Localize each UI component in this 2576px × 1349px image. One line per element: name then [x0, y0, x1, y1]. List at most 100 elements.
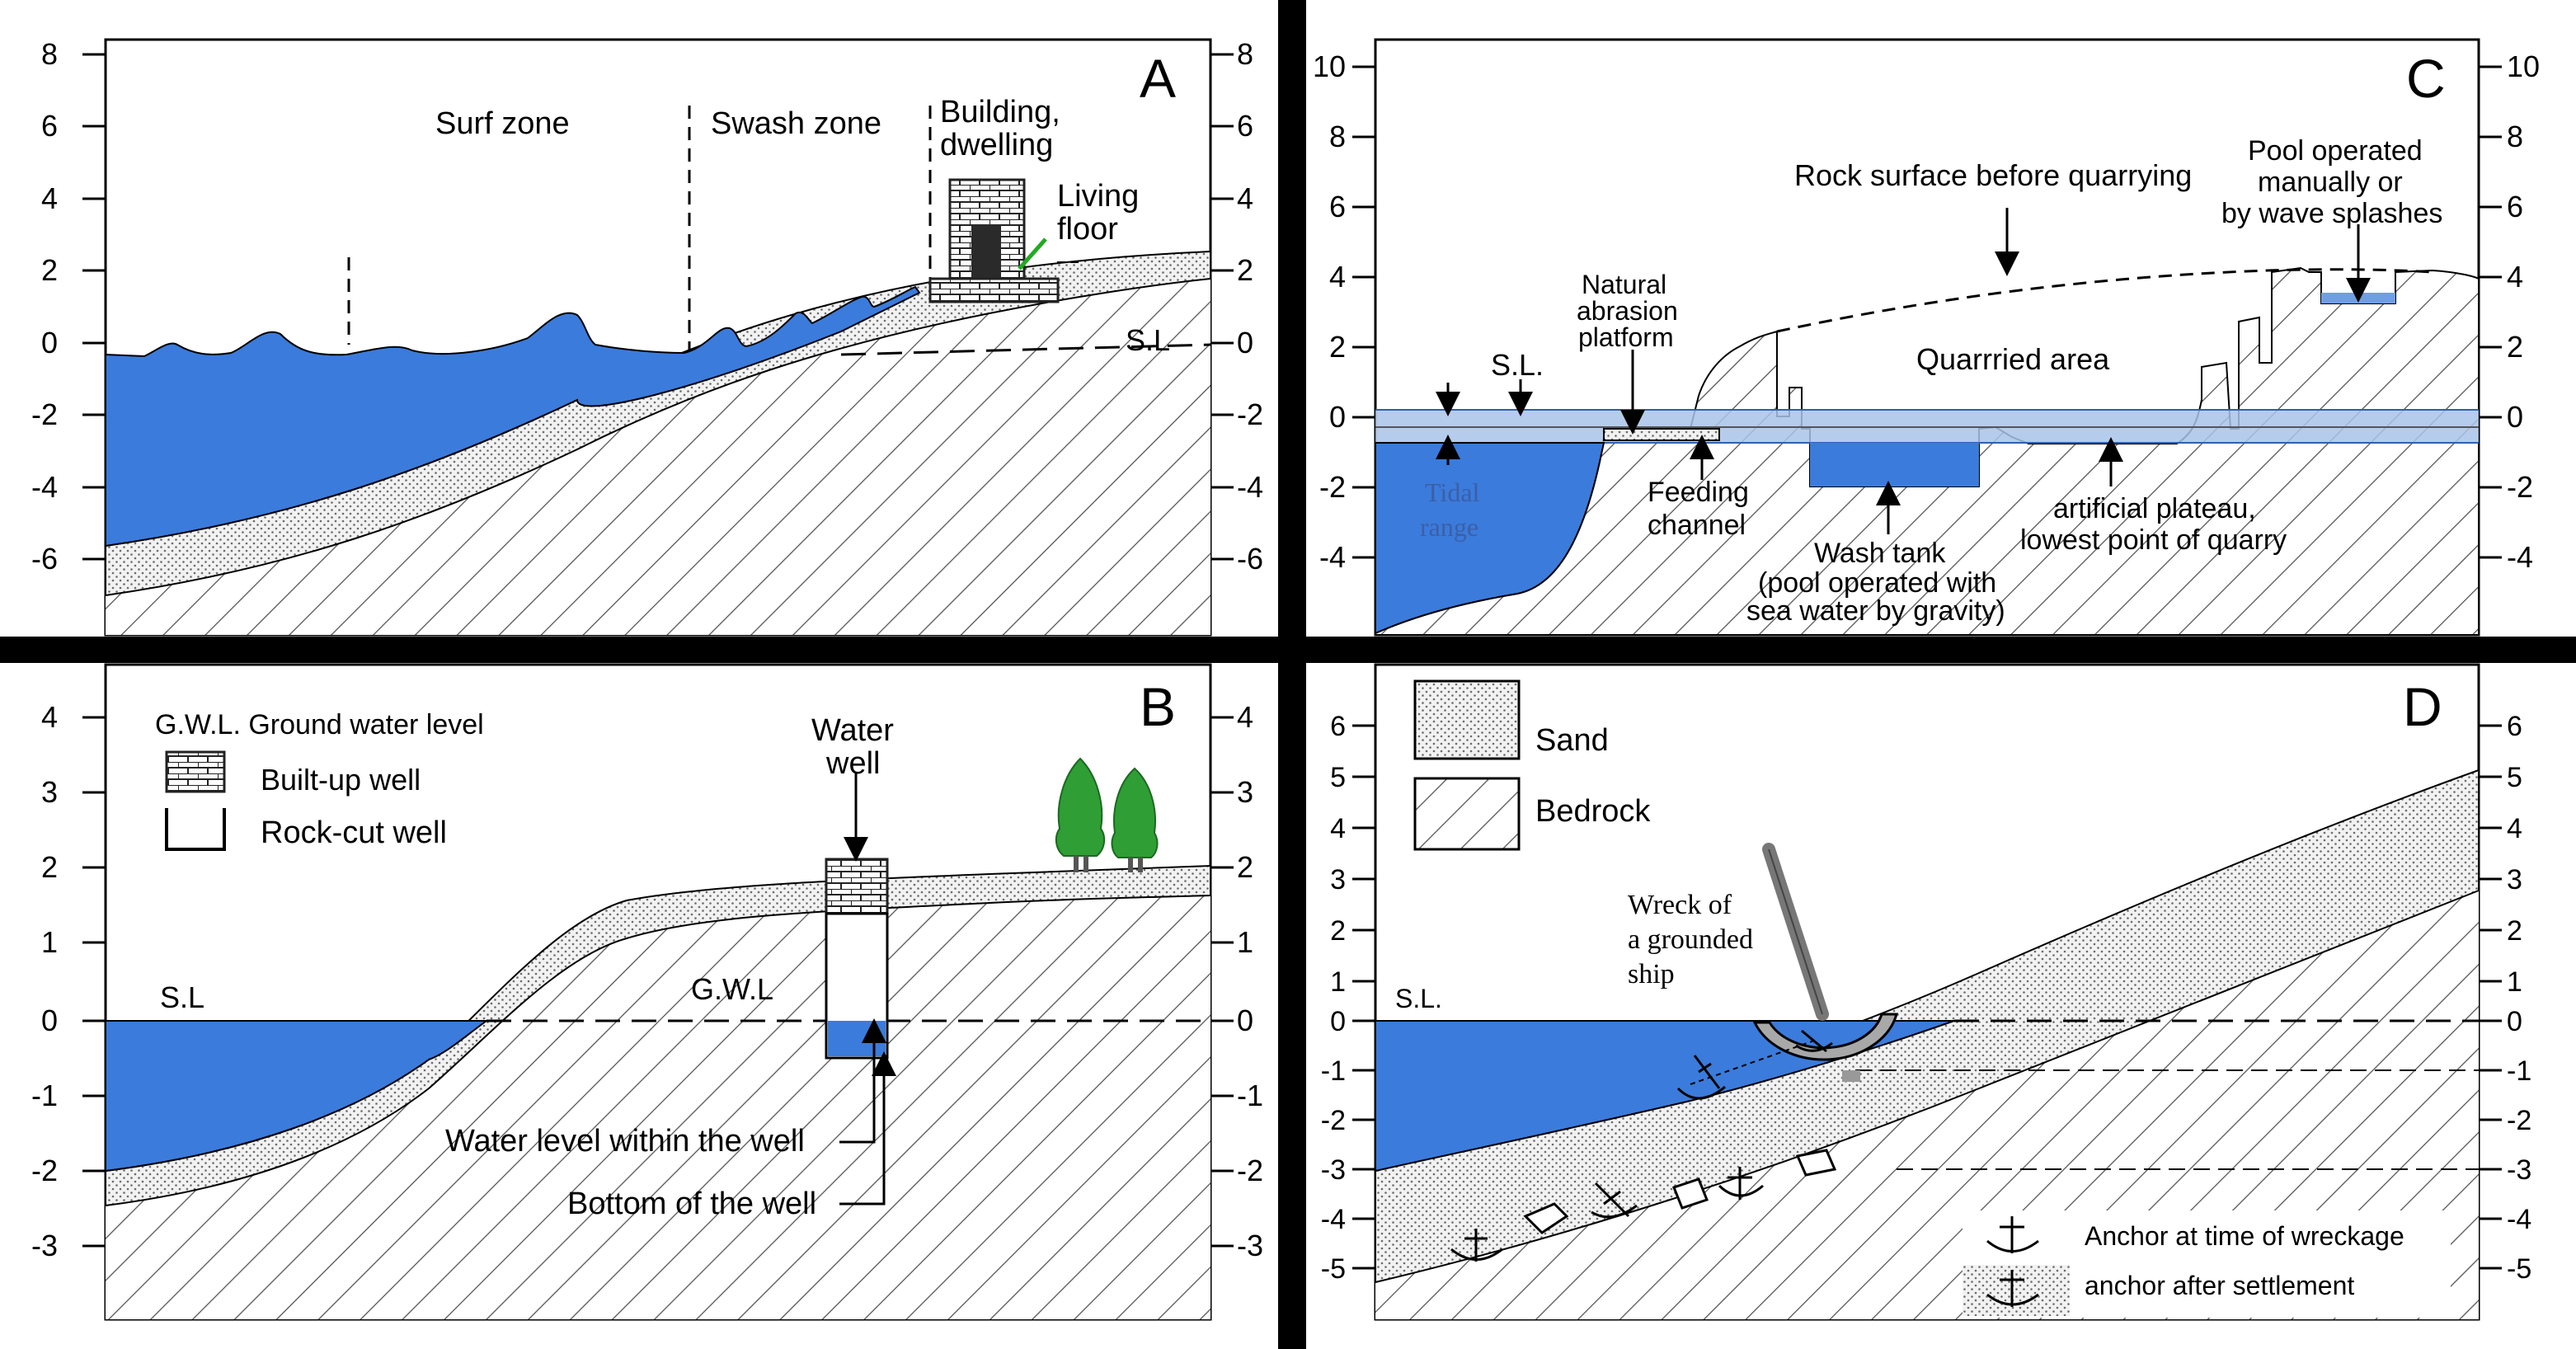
legend-built-up-label: Built-up well — [261, 763, 421, 797]
tick-label: 6 — [41, 109, 58, 143]
tick-label: 0 — [1237, 326, 1253, 360]
tick-label: 3 — [41, 775, 58, 809]
tick-label: 4 — [1237, 700, 1253, 734]
quarried-area-label: Quarrried area — [1916, 342, 2110, 376]
tidal-range-label-1: Tidal — [1425, 477, 1480, 507]
water-well-label-2: well — [825, 746, 880, 781]
tick-label: 2 — [1329, 330, 1346, 364]
water-level-label: Water level within the well — [445, 1124, 805, 1159]
panel-b-sea — [105, 1020, 490, 1173]
panel-c-left-axis: 10 8 6 4 2 0 -2 -4 — [1313, 49, 1375, 574]
rock-surface-label: Rock surface before quarrying — [1794, 158, 2192, 192]
tick-label: -2 — [2507, 1105, 2531, 1136]
swash-zone-label: Swash zone — [711, 106, 881, 141]
tick-label: -1 — [31, 1079, 58, 1112]
feeding-channel-label-2: channel — [1648, 510, 1746, 541]
tick-label: -1 — [1237, 1079, 1263, 1112]
tick-label: 0 — [41, 1004, 58, 1037]
building-icon — [928, 178, 1060, 303]
settled-anchor-icon — [1591, 1182, 1638, 1219]
tick-label: 2 — [41, 253, 58, 287]
rock-surface-before-quarrying — [1776, 268, 2433, 333]
tick-label: -2 — [2507, 470, 2533, 504]
tick-label: -6 — [31, 542, 58, 576]
panel-b-letter: B — [1140, 676, 1176, 737]
tick-label: 6 — [1237, 109, 1253, 143]
panel-b-sl-label: S.L — [160, 980, 204, 1014]
tick-label: -4 — [1321, 1204, 1346, 1235]
bedrock-legend-swatch — [1413, 777, 1521, 851]
tick-label: -2 — [1321, 1105, 1346, 1136]
tree-icon — [1111, 767, 1159, 872]
top-pool-water — [2321, 293, 2395, 303]
legend-gwl-label: G.W.L. Ground water level — [155, 709, 484, 740]
legend-anchor-settle-label: anchor after settlement — [2085, 1271, 2354, 1300]
tick-label: 1 — [41, 925, 58, 959]
tick-label: -2 — [1237, 397, 1263, 431]
settled-anchor-icon — [1718, 1167, 1764, 1200]
plateau-label-2: lowest point of quarry — [2020, 524, 2287, 556]
panel-d-left-axis: 6 5 4 3 2 1 0 -1 -2 -3 -4 -5 — [1321, 711, 1375, 1285]
tick-label: 8 — [2507, 120, 2523, 153]
legend-anchor-wreck-label: Anchor at time of wreckage — [2085, 1221, 2404, 1251]
tick-label: 1 — [1330, 966, 1346, 998]
settled-anchor-icon — [1450, 1229, 1503, 1262]
tick-label: -4 — [1319, 540, 1346, 574]
wash-tank-water — [1810, 443, 1979, 486]
tree-icon — [1055, 757, 1106, 872]
wreck-label-3: ship — [1628, 959, 1675, 989]
tick-label: -5 — [1321, 1253, 1346, 1285]
bottom-of-well-label: Bottom of the well — [567, 1187, 816, 1221]
tick-label: 3 — [1330, 864, 1346, 895]
tick-label: 5 — [1330, 762, 1346, 793]
tick-label: 0 — [1330, 1006, 1346, 1037]
legend-sand-label: Sand — [1535, 723, 1609, 758]
pool-label-2: manually or — [2258, 167, 2403, 198]
tick-label: 6 — [2507, 711, 2522, 742]
panel-d: Sand Bedrock Anchor at time of wreckage … — [1321, 663, 2531, 1321]
anchor-wreck-legend-icon — [1986, 1216, 2039, 1253]
plateau-label-1: artificial plateau, — [2053, 493, 2256, 524]
tick-label: 2 — [2507, 330, 2523, 364]
tick-label: 2 — [41, 850, 58, 884]
tick-label: -1 — [1321, 1055, 1346, 1087]
water-well-label-1: Water — [811, 713, 894, 748]
tick-label: 0 — [41, 326, 58, 360]
water-well-icon — [825, 858, 889, 1060]
tick-label: -4 — [1237, 470, 1263, 504]
wash-tank-label-3: sea water by gravity) — [1746, 595, 2005, 627]
anchor-icon — [1795, 1029, 1833, 1053]
panel-a-water — [105, 285, 921, 548]
panel-d-letter: D — [2403, 676, 2442, 737]
tick-label: -3 — [1321, 1154, 1346, 1186]
anchor-icon — [1676, 1055, 1726, 1100]
surf-zone-label: Surf zone — [435, 106, 570, 141]
tick-label: -2 — [1237, 1154, 1263, 1187]
tick-label: 0 — [2507, 1006, 2522, 1037]
tick-label: 4 — [41, 700, 58, 734]
tick-label: 6 — [2507, 190, 2523, 223]
tick-label: 6 — [1330, 711, 1346, 742]
tick-label: -5 — [2507, 1253, 2531, 1285]
tick-label: 1 — [2507, 966, 2522, 998]
tick-label: -4 — [31, 470, 58, 504]
tick-label: -2 — [31, 397, 58, 431]
tick-label: 4 — [1330, 813, 1346, 844]
panel-b-sand — [105, 864, 1211, 1207]
tick-label: 2 — [1237, 253, 1253, 287]
sand-legend-swatch — [1413, 679, 1521, 760]
legend-rock-cut-label: Rock-cut well — [261, 816, 447, 850]
debris-icon — [1523, 1149, 1837, 1234]
tick-label: -3 — [1237, 1229, 1263, 1262]
panel-b-right-axis: 4 3 2 1 0 -1 -2 -3 — [1210, 700, 1263, 1262]
tick-label: 0 — [2507, 400, 2523, 434]
wreck-label-2: a grounded — [1628, 924, 1753, 955]
tick-label: 4 — [2507, 813, 2522, 844]
tick-label: -2 — [31, 1154, 58, 1187]
anchor-settle-legend-icon — [1986, 1270, 2039, 1307]
panel-c-sea — [1375, 442, 1605, 635]
building-label-2: dwelling — [940, 128, 1053, 162]
panel-a: Surf zone Swash zone Building, dwelling … — [31, 37, 1263, 637]
panel-d-right-axis: 6 5 4 3 2 1 0 -1 -2 -3 -4 -5 — [2479, 711, 2531, 1285]
